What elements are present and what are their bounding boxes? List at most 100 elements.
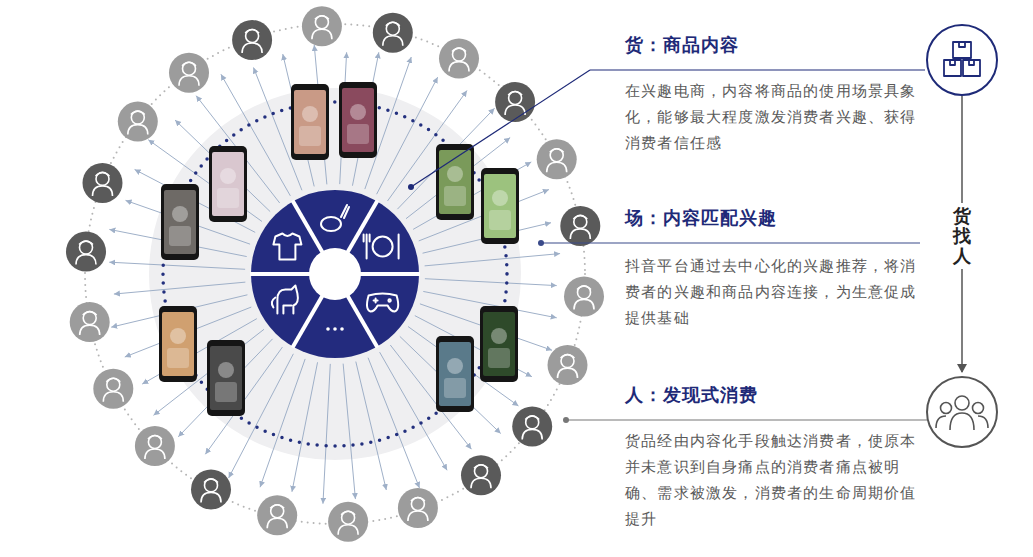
phone-figure — [302, 106, 318, 122]
category-icon — [272, 286, 298, 314]
arrow — [343, 364, 355, 499]
phone-figure — [172, 206, 188, 222]
person-icon — [548, 345, 588, 385]
person-hair — [83, 312, 97, 316]
arrow — [292, 362, 318, 491]
person-icon — [560, 206, 600, 246]
person-disc — [302, 6, 342, 46]
arrow — [323, 364, 330, 504]
phone-screen — [483, 312, 515, 376]
person-head — [550, 149, 563, 162]
phone-figure — [447, 358, 463, 374]
makeup-icon — [341, 205, 349, 218]
phone — [436, 336, 474, 412]
people-icon — [941, 403, 952, 414]
phone-screen — [164, 190, 196, 254]
phone-figure — [350, 104, 366, 120]
pet-icon — [277, 286, 298, 314]
person-hair — [474, 465, 488, 469]
category-icon — [321, 205, 349, 231]
grey-disc — [149, 88, 521, 460]
person-hair — [411, 498, 425, 502]
person-head — [342, 511, 355, 524]
person-hair — [550, 149, 564, 153]
person-head — [561, 355, 574, 368]
phone-figure — [347, 124, 369, 144]
phone — [161, 184, 199, 260]
person-body — [145, 449, 165, 459]
phone-body — [161, 184, 199, 260]
person-disc — [232, 20, 272, 60]
person-icon — [512, 406, 552, 446]
person-body — [128, 125, 148, 135]
phone-body — [291, 84, 329, 160]
phone-screen — [210, 346, 242, 410]
more-dot — [340, 327, 344, 331]
phone-screen — [439, 342, 471, 406]
person-hair — [106, 378, 120, 382]
person-body — [201, 492, 221, 502]
arrow — [390, 345, 471, 449]
box-icon — [950, 42, 974, 65]
arrow — [356, 362, 387, 490]
phone — [481, 168, 519, 244]
arrow — [260, 359, 305, 487]
person-disc — [93, 369, 133, 409]
box-icon — [944, 60, 961, 76]
person-hair — [182, 62, 196, 66]
person-disc — [169, 53, 209, 93]
phone-figure — [299, 126, 321, 146]
phone — [480, 306, 518, 382]
person-head — [131, 111, 144, 124]
phone-figure — [492, 190, 508, 206]
section-body: 货品经由内容化手段触达消费者，使原本并未意识到自身痛点的消费者痛点被明确、需求被… — [625, 428, 917, 532]
person-head — [475, 465, 488, 478]
section-heading: 场：内容匹配兴趣 — [625, 206, 777, 230]
section-body: 在兴趣电商，内容将商品的使用场景具象化，能够最大程度激发消费者兴趣、获得消费者信… — [625, 78, 917, 156]
food-icon — [373, 237, 393, 257]
person-icon — [135, 426, 175, 466]
person-disc — [83, 163, 123, 203]
person-head — [246, 30, 259, 43]
person-body — [179, 76, 199, 86]
person-disc — [560, 206, 600, 246]
person-head — [148, 436, 161, 449]
category-icon — [273, 234, 301, 260]
person-hair — [577, 286, 591, 290]
person-disc — [512, 406, 552, 446]
box-icon — [953, 42, 971, 58]
clothes-icon — [273, 234, 301, 260]
person-icon — [398, 488, 438, 528]
phone-figure — [444, 186, 466, 206]
person-icon — [537, 139, 577, 179]
people-icon — [936, 396, 988, 430]
person-body — [522, 429, 542, 439]
person-head — [578, 286, 591, 299]
phone-figure — [444, 378, 466, 398]
person-hair — [341, 511, 355, 515]
more-dot — [333, 327, 337, 331]
person-hair — [204, 479, 218, 483]
person-head — [271, 505, 284, 518]
person-body — [312, 29, 332, 39]
phone — [159, 306, 197, 382]
people-icon — [955, 396, 969, 410]
makeup-icon — [321, 217, 341, 231]
person-disc — [191, 469, 231, 509]
person-icon — [439, 39, 479, 79]
phone-figure — [170, 328, 186, 344]
section-body: 抖音平台通过去中心化的兴趣推荐，将消费者的兴趣和商品内容连接，为生意促成提供基础 — [625, 253, 917, 331]
person-head — [96, 172, 109, 185]
person-head — [83, 312, 96, 325]
person-icon — [66, 232, 106, 272]
phone-body — [159, 306, 197, 382]
person-body — [93, 186, 113, 196]
pet-icon — [272, 298, 276, 308]
person-body — [574, 299, 594, 309]
person-disc — [118, 102, 158, 142]
person-disc — [495, 82, 535, 122]
arrow — [425, 279, 557, 286]
phone-figure — [215, 382, 237, 402]
leader-line — [541, 242, 920, 243]
person-hair — [245, 30, 259, 34]
